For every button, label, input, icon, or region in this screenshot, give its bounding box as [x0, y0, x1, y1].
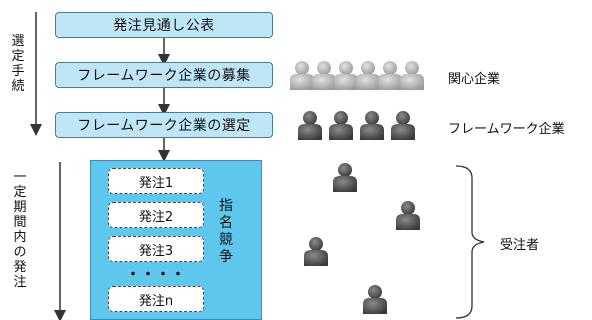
interested-companies-label: 関心企業	[448, 72, 501, 87]
order-item-2: 発注2	[108, 202, 204, 228]
framework-companies-label: フレームワーク企業	[448, 122, 565, 137]
order-item-n: 発注n	[108, 286, 204, 312]
contractor-persons-icon	[304, 163, 420, 314]
step-announce: 発注見通し公表	[55, 12, 273, 38]
order-item-1: 発注1	[108, 168, 204, 194]
nomination-competition-label: 指名競争	[219, 198, 233, 265]
step-select: フレームワーク企業の選定	[55, 112, 273, 138]
step-recruit: フレームワーク企業の募集	[55, 62, 273, 88]
framework-companies-icon	[298, 111, 415, 140]
contractors-label: 受注者	[500, 238, 540, 253]
interested-companies-icon	[290, 61, 424, 90]
order-item-3: 発注3	[108, 236, 204, 262]
contractor-brace	[455, 165, 485, 319]
period-phase-label: 一定期間内の発注	[13, 170, 27, 290]
selection-phase-label: 選定手続	[11, 34, 25, 94]
order-ellipsis: ・・・・	[126, 267, 186, 283]
